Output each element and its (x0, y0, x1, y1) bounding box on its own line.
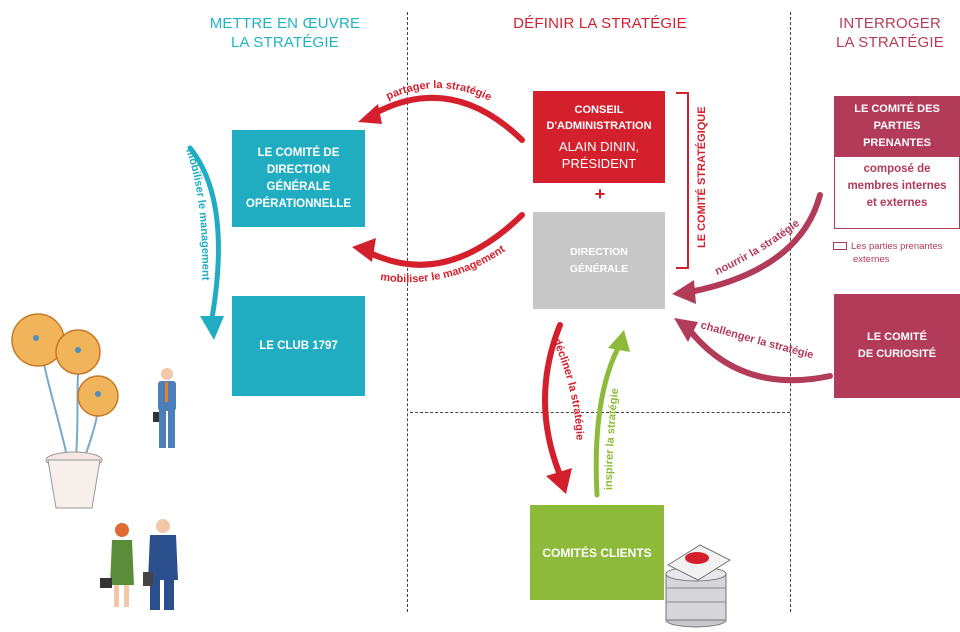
parties-prenantes-title: LE COMITÉ DES PARTIES PRENANTES (835, 97, 959, 157)
parties-prenantes-sub: composé de membres internes et externes (847, 157, 946, 212)
arrow-nourrir (687, 192, 823, 295)
arrow-challenger-head (674, 318, 698, 342)
legend-line1: Les parties prenantes (851, 241, 943, 252)
comite-direction-line2: DIRECTION (266, 163, 331, 176)
arrow-challenger (685, 325, 833, 384)
column-title-implement-line1: METTRE EN ŒUVRE (209, 15, 361, 32)
conseil-line4: PRÉSIDENT (561, 156, 637, 171)
plus-sign: + (594, 184, 606, 204)
businessman-illustration (153, 368, 176, 448)
column-title-define-line1: DÉFINIR LA STRATÉGIE (513, 15, 687, 32)
comite-direction-line3: GÉNÉRALE (266, 180, 331, 193)
arrow-inspirer (593, 345, 621, 498)
parties-prenantes-sub-line3: et externes (866, 197, 928, 209)
curiosite-line2: DE CURIOSITÉ (857, 348, 937, 360)
arrow-partager-head (358, 104, 382, 124)
conseil-line1: CONSEIL (574, 104, 624, 116)
parties-prenantes-title-line2: PARTIES (873, 120, 921, 132)
business-couple-illustration (100, 519, 178, 610)
column-title-question: INTERROGER LA STRATÉGIE (820, 14, 960, 52)
comites-clients-label: COMITÉS CLIENTS (542, 545, 652, 560)
legend-line2: externes (853, 254, 890, 265)
parties-prenantes-sub-line1: composé de (863, 163, 931, 175)
arrow-mobiliser-h (365, 212, 525, 268)
parties-prenantes-title-line3: PRENANTES (863, 137, 931, 149)
club-1797-label: LE CLUB 1797 (259, 339, 338, 352)
arrow-mobiliser-v-head (200, 316, 224, 340)
column-divider-right (790, 12, 791, 612)
curiosite-box: LE COMITÉ DE CURIOSITÉ (834, 294, 960, 398)
legend: Les parties prenantes externes (833, 240, 960, 266)
column-title-question-line1: INTERROGER (838, 15, 941, 32)
curiosite-line1: LE COMITÉ (867, 331, 927, 343)
club-1797-box: LE CLUB 1797 (232, 296, 365, 396)
conseil-line3: ALAIN DININ, (558, 139, 640, 154)
direction-generale-line2: GÉNÉRALE (569, 262, 629, 275)
column-title-implement: METTRE EN ŒUVRE LA STRATÉGIE (205, 14, 365, 52)
conseil-box: CONSEIL D'ADMINISTRATION ALAIN DININ, PR… (533, 91, 665, 183)
flower-pot-illustration (11, 313, 119, 509)
parties-prenantes-sub-line2: membres internes (847, 180, 947, 192)
arrow-partager (367, 94, 525, 143)
comite-strategique-label: LE COMITÉ STRATÉGIQUE (695, 106, 708, 248)
legend-swatch (833, 242, 847, 251)
column-divider-left (407, 12, 408, 612)
arrow-inspirer-head (608, 330, 630, 352)
column-title-define: DÉFINIR LA STRATÉGIE (500, 14, 700, 33)
column-title-implement-line2: LA STRATÉGIE (231, 34, 339, 51)
comite-direction-line1: LE COMITÉ DE (257, 146, 340, 159)
arrow-mobiliser-v (187, 145, 221, 321)
stacked-coins-illustration (665, 544, 732, 628)
comites-clients-box: COMITÉS CLIENTS (530, 505, 664, 600)
arrow-mobiliser-h-head (352, 238, 376, 262)
comite-direction-line4: OPÉRATIONNELLE (245, 197, 352, 210)
arrow-nourrir-head (672, 280, 696, 304)
parties-prenantes-box: LE COMITÉ DES PARTIES PRENANTES composé … (834, 96, 960, 229)
comite-direction-box: LE COMITÉ DE DIRECTION GÉNÉRALE OPÉRATIO… (232, 130, 365, 227)
direction-generale-line1: DIRECTION (570, 245, 628, 258)
conseil-line2: D'ADMINISTRATION (546, 120, 652, 132)
parties-prenantes-title-line1: LE COMITÉ DES (854, 103, 940, 115)
column-title-question-line2: LA STRATÉGIE (836, 34, 944, 51)
arrow-decliner (542, 322, 563, 478)
comite-strategique-bracket (676, 92, 689, 269)
arrow-decliner-head (546, 468, 572, 494)
direction-generale-box: DIRECTION GÉNÉRALE (533, 212, 665, 309)
